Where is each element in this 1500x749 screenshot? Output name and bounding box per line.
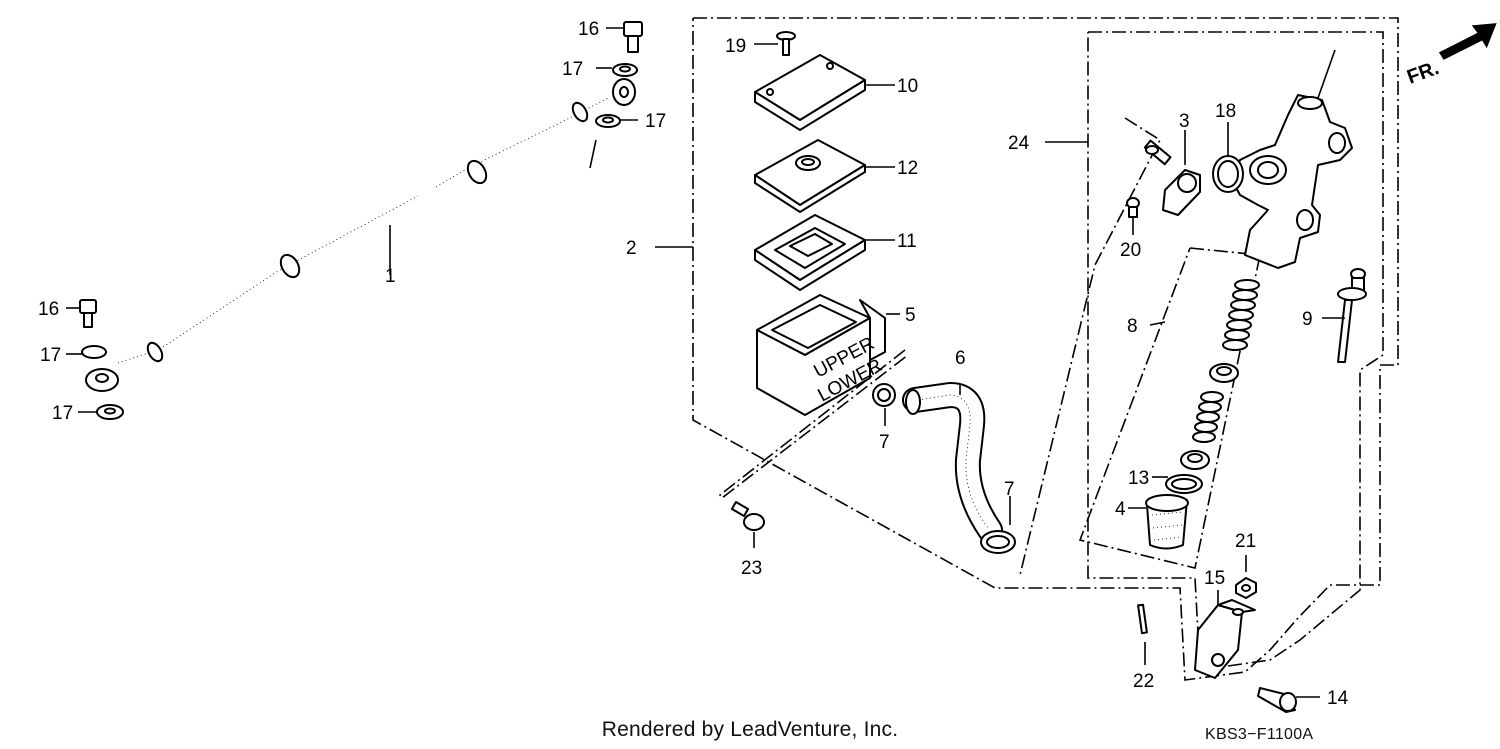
callout-16-top: 16 (578, 19, 599, 40)
callout-17-top-left: 17 (562, 59, 583, 80)
callout-24: 24 (1008, 133, 1030, 154)
nut-part-21 (1235, 555, 1257, 599)
callout-5: 5 (905, 305, 916, 326)
callout-3: 3 (1179, 111, 1190, 132)
callout-10: 10 (897, 76, 918, 97)
screw-part-20 (1126, 197, 1140, 235)
callout-17-left-lower: 17 (52, 403, 73, 424)
piston (1192, 391, 1224, 443)
reservoir-cap-part-10 (754, 54, 895, 131)
boot-part-4 (1128, 494, 1189, 550)
callout-1: 1 (385, 266, 396, 287)
kit-24-bracket (1019, 117, 1162, 576)
diaphragm-plate-part-12 (754, 139, 895, 213)
reservoir-sub-outline (718, 349, 909, 500)
callout-2: 2 (626, 238, 637, 259)
callout-4: 4 (1115, 499, 1126, 520)
diagram-code: KBS3−F1100A (1205, 726, 1314, 743)
joint-part-3 (1143, 130, 1201, 216)
callout-18: 18 (1215, 101, 1236, 122)
callout-20: 20 (1120, 240, 1141, 261)
render-credit: Rendered by LeadVenture, Inc. (601, 718, 899, 741)
diaphragm-part-11 (754, 214, 895, 291)
callout-14: 14 (1327, 688, 1349, 709)
callout-6: 6 (955, 348, 966, 369)
callout-21: 21 (1235, 531, 1256, 552)
master-cylinder-body (1231, 49, 1353, 269)
callout-17-top-right: 17 (645, 111, 666, 132)
o-ring-part-18 (1212, 122, 1244, 193)
piston-kit-part-8 (1149, 279, 1260, 470)
callout-16-left: 16 (38, 299, 59, 320)
kit-8-outline (1078, 247, 1261, 569)
reservoir-part-5: UPPER LOWER (756, 294, 900, 416)
mounting-bolt-part-23 (730, 501, 765, 548)
callout-7-upper: 7 (879, 432, 890, 453)
hose-bolt-lower (66, 299, 124, 420)
callout-12: 12 (897, 158, 918, 179)
circlip-part-13 (1152, 474, 1203, 494)
callout-22: 22 (1133, 671, 1154, 692)
callout-13: 13 (1128, 468, 1149, 489)
cap-screw-part-19 (754, 31, 796, 56)
callout-8: 8 (1127, 316, 1138, 337)
front-direction-arrow: FR. (1404, 23, 1497, 89)
hose-bolt-upper (589, 21, 643, 169)
callout-11: 11 (897, 231, 917, 252)
clevis-part-15 (1194, 590, 1256, 679)
callout-23: 23 (741, 558, 762, 579)
front-direction-label: FR. (1404, 57, 1442, 89)
pushrod-bolt-part-9 (1322, 268, 1367, 363)
return-spring (1222, 279, 1260, 351)
clevis-pin-part-14 (1257, 687, 1320, 713)
assembly-24-outline (1087, 31, 1384, 671)
hose-clip-part-7a (872, 383, 896, 426)
cotter-pin-part-22 (1137, 603, 1148, 665)
callout-17-left-upper: 17 (40, 345, 61, 366)
reservoir-hose-part-6 (902, 381, 1003, 543)
hose-clip-part-7b (980, 496, 1016, 554)
brake-hose-part-1 (85, 78, 636, 392)
callout-15: 15 (1204, 568, 1225, 589)
callout-7-lower: 7 (1004, 479, 1015, 500)
callout-9: 9 (1302, 309, 1313, 330)
callout-19: 19 (725, 36, 746, 57)
